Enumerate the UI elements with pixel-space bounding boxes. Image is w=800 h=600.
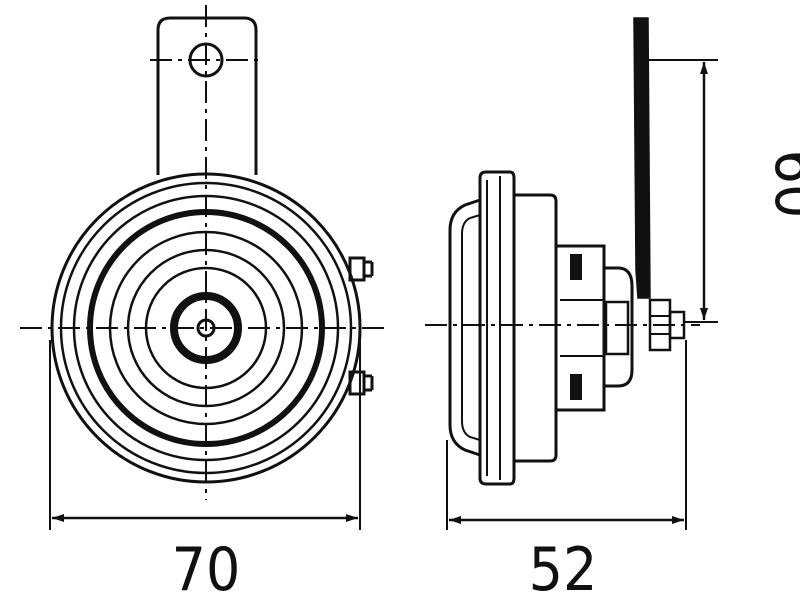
terminal-bottom <box>348 370 374 396</box>
side-rim <box>478 170 516 486</box>
side-bracket <box>633 17 651 299</box>
front-view <box>20 5 390 530</box>
depth-dimension-label: 52 <box>529 535 598 600</box>
hub-housing <box>604 266 634 388</box>
side-dome <box>448 198 481 457</box>
side-body <box>514 193 558 463</box>
side-view <box>425 17 718 530</box>
width-dimension-label: 70 <box>172 535 241 600</box>
terminal-top <box>348 256 374 282</box>
height-dimension-label: 60 <box>761 150 800 219</box>
